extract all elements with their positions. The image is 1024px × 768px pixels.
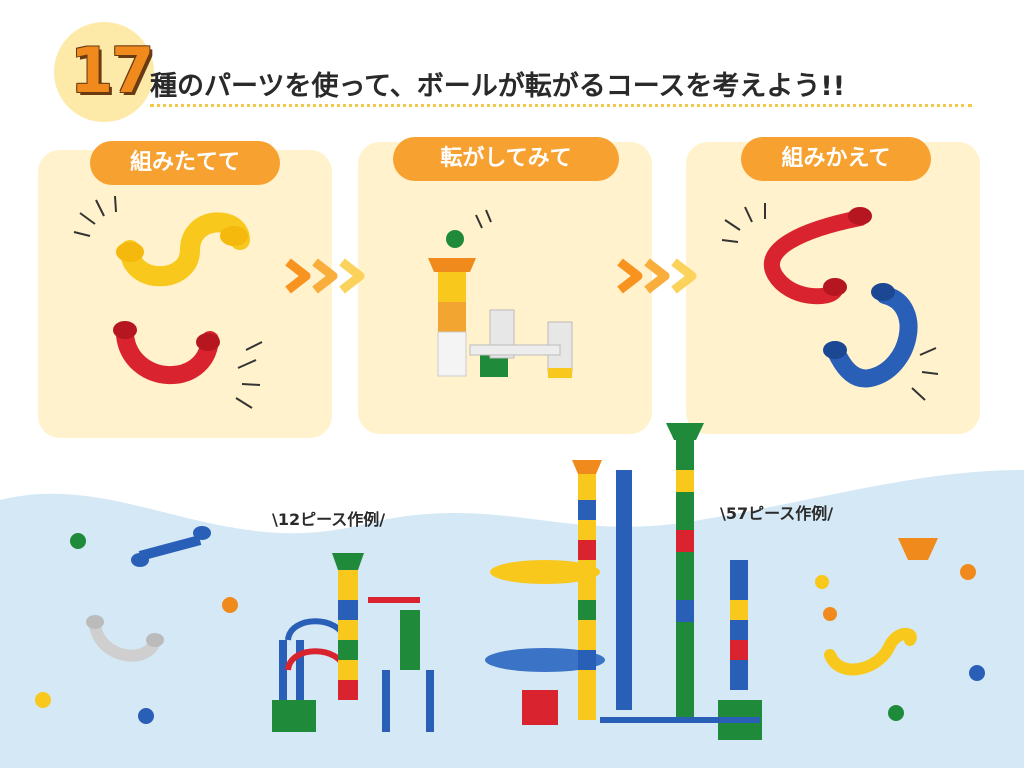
step-panel-rebuild [686,142,980,434]
number-badge [54,22,154,122]
headline-underline [150,104,972,107]
step-panel-roll [358,142,652,434]
step-label-build: 組みたてて [90,141,280,185]
sample-label-57: \57ピース作例/ [720,504,834,523]
badge-number: 17 [70,34,154,107]
page-headline: 種のパーツを使って、ボールが転がるコースを考えよう!! [150,71,846,102]
step-panel-build [38,150,332,438]
step-label-rebuild: 組みかえて [741,137,931,181]
step-label-roll: 転がしてみて [393,137,619,181]
sample-label-12: \12ピース作例/ [272,510,386,529]
